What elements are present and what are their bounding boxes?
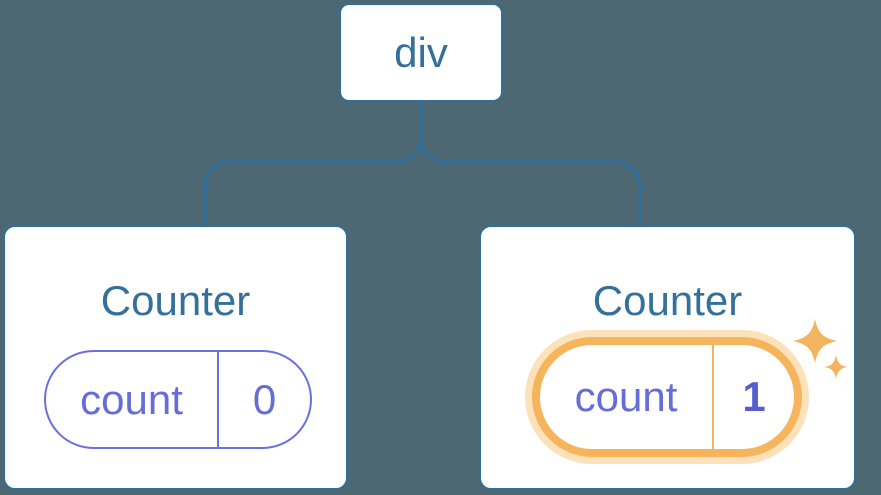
root-node-div: div xyxy=(339,3,503,102)
counter-title: Counter xyxy=(100,277,251,324)
counter-card-left: Counter count 0 xyxy=(3,225,348,490)
state-value: 1 xyxy=(742,373,766,420)
sparkle-icon xyxy=(793,319,848,379)
connector-left-branch xyxy=(203,96,423,226)
state-value: 0 xyxy=(252,375,277,423)
counter-title: Counter xyxy=(592,277,743,324)
state-key-label: count xyxy=(540,345,714,449)
state-pill: count 1 xyxy=(532,337,802,457)
counter-card-right: Counter count 1 xyxy=(479,225,856,490)
state-key-label: count xyxy=(46,352,219,447)
sparkle-large-star xyxy=(793,319,837,363)
state-pill: count 0 xyxy=(44,350,312,449)
connector-right-branch xyxy=(419,96,642,226)
root-node-label: div xyxy=(394,28,448,76)
sparkle-small-star xyxy=(824,355,848,379)
